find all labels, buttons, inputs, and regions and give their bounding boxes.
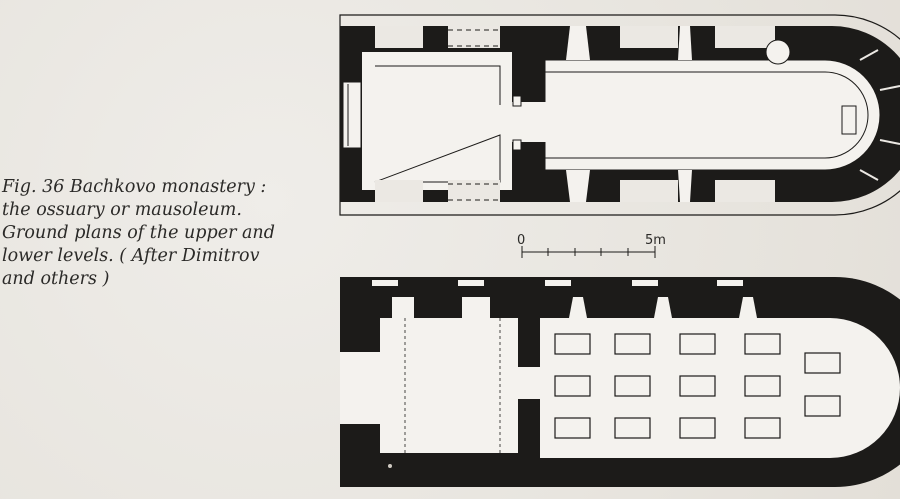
upper-apse-window [841,105,857,135]
upper-doorway-jamb-top [512,95,522,107]
upper-level-plan [339,14,900,216]
upper-round-niche [765,39,791,65]
scale-bar: 0 5m [517,233,666,258]
lower-passage [518,367,540,399]
lower-north-niches [372,280,757,318]
caption-line-2: the ossuary or mausoleum. [2,200,242,220]
lower-narthex-dashed [404,318,501,453]
scale-end-label: 5m [645,233,666,248]
upper-north-openings [375,26,775,48]
lower-narthex-interior [380,318,518,453]
upper-narthex-inner-outline [374,65,501,183]
caption-line-4: lower levels. ( After Dimitrov [2,246,260,266]
upper-apse-buttresses [859,49,900,181]
upper-nave-inner-lines [545,71,869,159]
caption-line-5: and others ) [2,269,110,289]
upper-doorway-jamb-bottom [512,139,522,151]
caption-line-3: Ground plans of the upper and [2,223,275,243]
upper-nave-interior [544,59,881,171]
upper-south-openings [375,180,775,202]
lower-burial-slots [554,333,841,439]
upper-west-entrance [342,81,362,149]
upper-doorway [505,102,550,142]
upper-narthex-interior [362,52,512,190]
figure-caption: Fig. 36 Bachkovo monastery : the ossuary… [2,176,275,291]
lower-crypt-interior [540,318,900,458]
lower-west-entrance [340,352,380,424]
caption-line-1: Fig. 36 Bachkovo monastery : [2,177,267,197]
upper-outer-outline [339,14,900,216]
upper-window-splays [566,26,692,202]
lower-level-plan [340,277,900,487]
scale-start-label: 0 [517,233,525,248]
